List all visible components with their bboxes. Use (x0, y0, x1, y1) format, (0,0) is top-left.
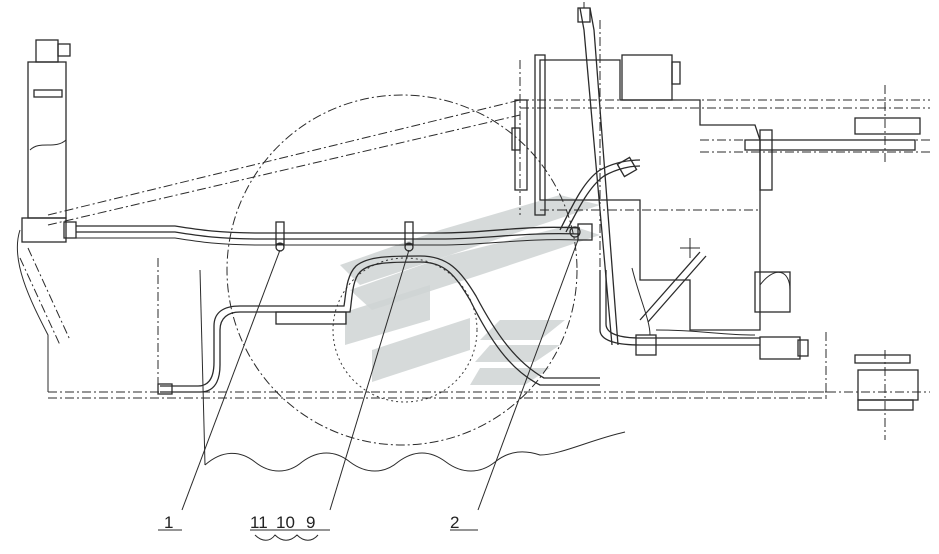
valve-fitting-2 (559, 156, 641, 241)
watermark-logo (340, 195, 600, 385)
linkage-rods (744, 117, 921, 411)
frame-left-edge (199, 269, 206, 466)
hydraulic-tank (16, 39, 77, 392)
pipe-clamp-1 (275, 221, 285, 252)
frame-centerlines (47, 20, 930, 440)
leader-lines (158, 239, 579, 541)
axle-circle (332, 257, 478, 403)
callout-part-2: 2 (450, 513, 459, 532)
callout-part-10: 10 (276, 513, 295, 532)
return-pipe (599, 238, 760, 356)
upper-pipe-run (76, 225, 581, 246)
lower-pipe-loop (157, 255, 600, 395)
break-line (204, 431, 626, 472)
callout-part-1: 1 (164, 513, 173, 532)
callout-part-11: 11 (250, 513, 268, 532)
wheel-outline (226, 94, 578, 446)
control-rod (577, 2, 619, 346)
gearbox-housing (511, 54, 791, 331)
callout-part-9: 9 (306, 513, 315, 532)
